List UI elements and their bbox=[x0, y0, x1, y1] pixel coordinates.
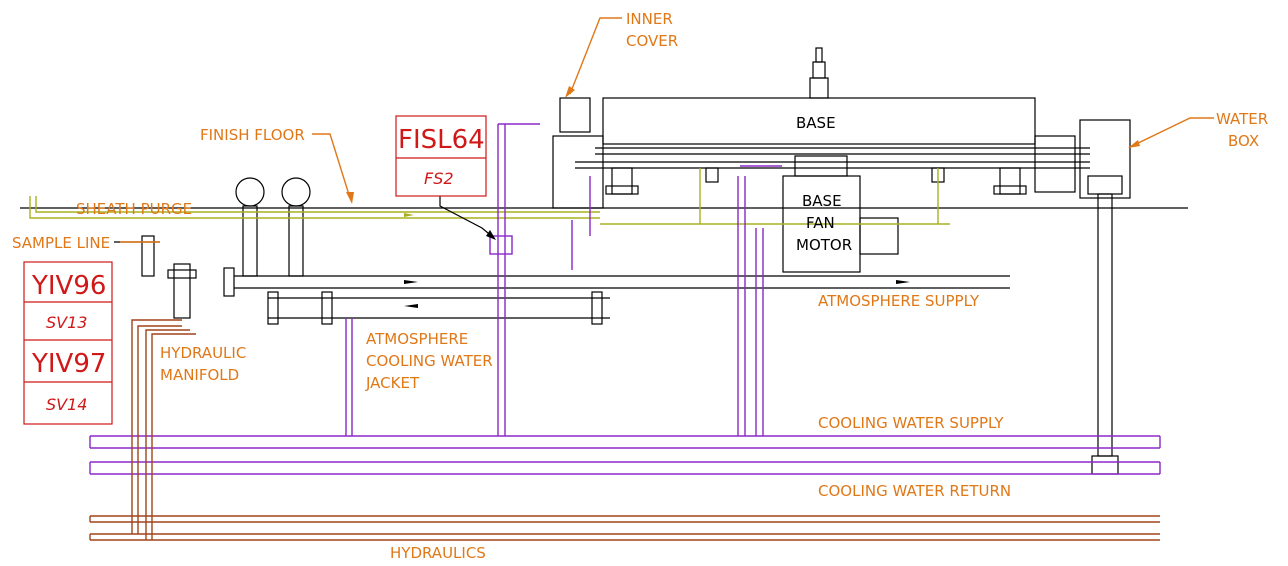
label-inner-cover-2: COVER bbox=[626, 32, 678, 50]
label-base-fan-motor-3: MOTOR bbox=[796, 236, 852, 254]
water-box bbox=[1079, 119, 1131, 475]
label-atm-cooling-1: ATMOSPHERE bbox=[366, 330, 468, 348]
label-water-box-2: BOX bbox=[1228, 132, 1259, 150]
base-furnace bbox=[552, 47, 1090, 209]
label-finish-floor: FINISH FLOOR bbox=[200, 126, 305, 144]
flange-valves bbox=[235, 177, 311, 277]
tag-sv13: SV13 bbox=[46, 313, 87, 332]
tag-yiv96: YIV96 bbox=[31, 271, 106, 301]
label-base: BASE bbox=[796, 114, 836, 132]
label-hydraulic-manifold-1: HYDRAULIC bbox=[160, 344, 246, 362]
atmosphere-supply-pipe bbox=[223, 267, 1010, 297]
leader-lines bbox=[120, 17, 1214, 243]
tag-fisl64: FISL64 bbox=[398, 125, 485, 155]
hydraulic-manifold bbox=[131, 263, 197, 540]
tag-sv14: SV14 bbox=[46, 395, 87, 414]
label-atm-cooling-3: JACKET bbox=[365, 374, 420, 392]
label-cooling-water-supply: COOLING WATER SUPPLY bbox=[818, 414, 1004, 432]
tag-fs2: FS2 bbox=[424, 169, 454, 188]
fs2-leader bbox=[439, 196, 495, 239]
sheath-purge-lines bbox=[29, 168, 950, 225]
tag-yiv-box bbox=[23, 261, 113, 425]
label-sample-line: SAMPLE LINE bbox=[12, 234, 110, 252]
label-water-box-1: WATER bbox=[1216, 110, 1268, 128]
label-base-fan-motor-2: FAN bbox=[806, 214, 835, 232]
cooling-water-jacket bbox=[267, 291, 610, 325]
tag-yiv97: YIV97 bbox=[31, 349, 106, 379]
label-hydraulic-manifold-2: MANIFOLD bbox=[160, 366, 239, 384]
label-hydraulics: HYDRAULICS bbox=[390, 544, 486, 562]
label-sheath-purge: SHEATH PURGE bbox=[76, 200, 192, 218]
label-inner-cover-1: INNER bbox=[626, 10, 673, 28]
cooling-water-verticals bbox=[345, 123, 782, 436]
label-atm-cooling-2: COOLING WATER bbox=[366, 352, 493, 370]
label-atmosphere-supply: ATMOSPHERE SUPPLY bbox=[818, 292, 980, 310]
tag-fisl64-box bbox=[395, 115, 487, 197]
label-base-fan-motor-1: BASE bbox=[802, 192, 842, 210]
label-cooling-water-return: COOLING WATER RETURN bbox=[818, 482, 1011, 500]
hydraulics-header bbox=[89, 515, 1160, 541]
base-fan-motor bbox=[782, 155, 899, 273]
cooling-water-headers bbox=[89, 435, 1161, 475]
